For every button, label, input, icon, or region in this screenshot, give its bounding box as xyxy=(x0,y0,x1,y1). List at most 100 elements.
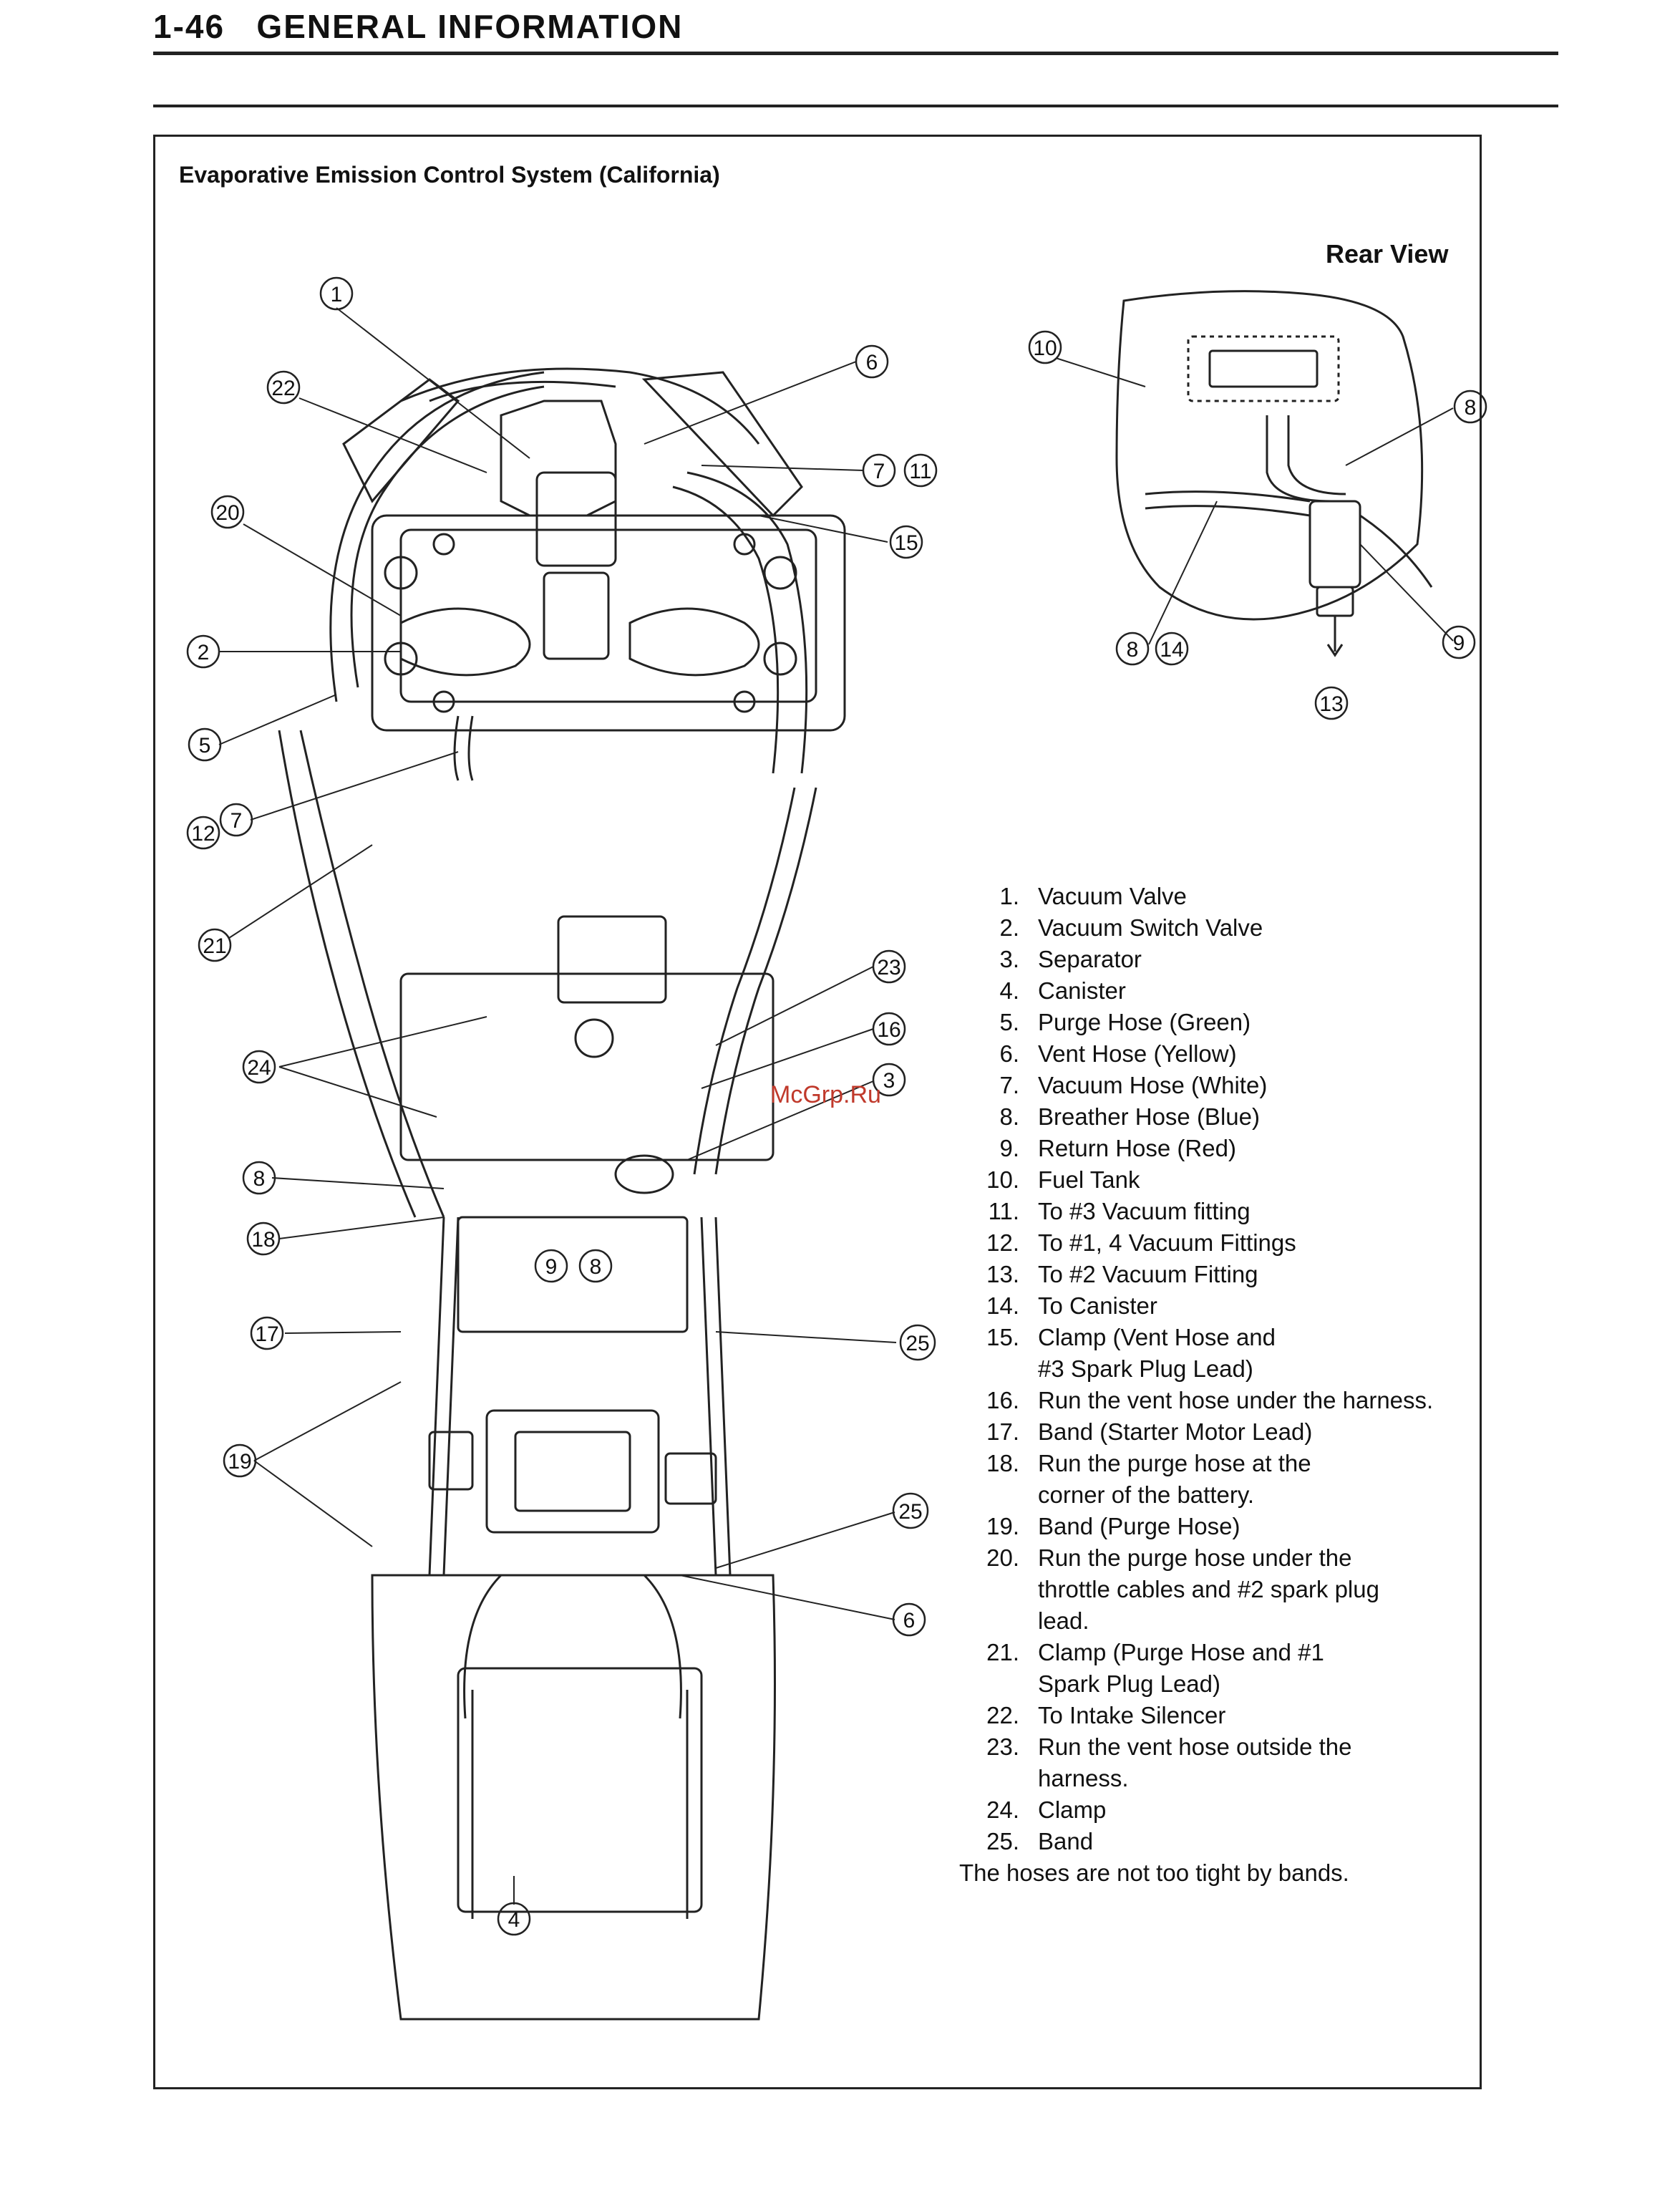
legend-text: Vent Hose (Yellow) xyxy=(1038,1038,1475,1070)
callout-13: 13 xyxy=(1314,686,1349,720)
svg-text:11: 11 xyxy=(909,460,931,483)
legend-note: The hoses are not too tight by bands. xyxy=(959,1859,1349,1886)
svg-text:14: 14 xyxy=(1160,638,1183,662)
legend-text: To #1, 4 Vacuum Fittings xyxy=(1038,1227,1475,1259)
legend-number: 22. xyxy=(986,1702,1019,1728)
legend-text-line: To #2 Vacuum Fitting xyxy=(1038,1261,1258,1287)
legend-text-line: Band (Purge Hose) xyxy=(1038,1513,1240,1539)
legend-number: 15. xyxy=(986,1324,1019,1350)
callout-8a: 8 xyxy=(242,1161,276,1195)
legend-text-continuation: harness. xyxy=(1038,1765,1129,1791)
legend-text: Vacuum Valve xyxy=(1038,881,1475,912)
svg-text:9: 9 xyxy=(545,1255,558,1279)
header-rule-bottom xyxy=(153,105,1558,107)
legend-text: To #3 Vacuum fitting xyxy=(1038,1196,1475,1227)
header-rule-top xyxy=(153,52,1558,55)
legend-item: 3. Separator xyxy=(959,944,1475,975)
legend-item: 6. Vent Hose (Yellow) xyxy=(959,1038,1475,1070)
svg-text:8: 8 xyxy=(253,1167,266,1191)
page-header: 1-46 GENERAL INFORMATION xyxy=(153,7,683,46)
legend-text-line: Run the purge hose at the xyxy=(1038,1450,1311,1476)
callout-20: 20 xyxy=(210,495,245,529)
legend-number: 12. xyxy=(986,1229,1019,1256)
callout-9b: 9 xyxy=(1442,625,1476,659)
svg-text:8: 8 xyxy=(1465,396,1477,420)
legend-text-line: To Intake Silencer xyxy=(1038,1702,1226,1728)
callout-19: 19 xyxy=(223,1443,257,1478)
legend-number: 14. xyxy=(986,1292,1019,1319)
frame-rails-drawing xyxy=(278,730,817,2021)
legend-text: Run the vent hose under the harness. xyxy=(1038,1385,1475,1416)
legend-item: 24. Clamp xyxy=(959,1794,1475,1826)
legend-number: 10. xyxy=(986,1166,1019,1193)
legend-number: 23. xyxy=(986,1733,1019,1760)
svg-text:9: 9 xyxy=(1453,632,1465,655)
legend-text: Band xyxy=(1038,1826,1475,1857)
svg-text:4: 4 xyxy=(508,1908,520,1932)
legend-number: 9. xyxy=(999,1135,1019,1161)
legend-number: 24. xyxy=(986,1796,1019,1823)
callout-5: 5 xyxy=(188,727,222,762)
callout-17: 17 xyxy=(250,1316,284,1350)
legend-number: 13. xyxy=(986,1261,1019,1287)
legend-item: 4.Canister xyxy=(959,975,1475,1007)
legend-item: 10.Fuel Tank xyxy=(959,1164,1475,1196)
legend-text-line: Run the vent hose under the harness. xyxy=(1038,1387,1434,1413)
legend-item: 2.Vacuum Switch Valve xyxy=(959,912,1475,944)
svg-text:8: 8 xyxy=(590,1255,602,1279)
inset-title: Rear View xyxy=(1326,239,1449,269)
legend-text-line: Vent Hose (Yellow) xyxy=(1038,1040,1237,1067)
callout-10: 10 xyxy=(1028,330,1062,364)
svg-text:5: 5 xyxy=(199,734,211,758)
callout-12: 12 xyxy=(186,816,220,850)
callout-8b: 8 xyxy=(578,1249,613,1283)
svg-text:25: 25 xyxy=(905,1332,929,1355)
legend-number: 20. xyxy=(986,1544,1019,1571)
svg-text:21: 21 xyxy=(203,934,226,958)
legend-text: Clamp xyxy=(1038,1794,1475,1826)
legend-text-continuation: Spark Plug Lead) xyxy=(1038,1670,1220,1697)
legend-text-line: Run the vent hose outside the xyxy=(1038,1733,1352,1760)
legend-text-line: Clamp (Vent Hose and xyxy=(1038,1324,1276,1350)
svg-text:7: 7 xyxy=(873,460,885,483)
callout-6b: 6 xyxy=(892,1602,926,1637)
legend-text-line: Separator xyxy=(1038,946,1142,972)
legend-number: 17. xyxy=(986,1418,1019,1445)
legend-number: 16. xyxy=(986,1387,1019,1413)
svg-text:7: 7 xyxy=(230,809,243,833)
figure-title: Evaporative Emission Control System (Cal… xyxy=(179,162,720,188)
engine-top-drawing xyxy=(329,367,846,781)
figure-frame xyxy=(153,135,1482,2089)
legend-text-line: To #3 Vacuum fitting xyxy=(1038,1198,1251,1224)
legend-text: Canister xyxy=(1038,975,1475,1007)
callout-6a: 6 xyxy=(855,344,889,379)
callout-16: 16 xyxy=(872,1012,906,1046)
legend-text: Vacuum Hose (White) xyxy=(1038,1070,1475,1101)
svg-text:6: 6 xyxy=(866,351,878,374)
callout-8c: 8 xyxy=(1453,390,1487,424)
callout-7b: 7 xyxy=(862,453,896,488)
legend-number: 11. xyxy=(988,1198,1019,1224)
legend-text: Return Hose (Red) xyxy=(1038,1133,1475,1164)
svg-text:20: 20 xyxy=(215,501,239,525)
legend-text-line: Breather Hose (Blue) xyxy=(1038,1103,1260,1130)
svg-text:1: 1 xyxy=(331,283,343,306)
callout-14: 14 xyxy=(1155,632,1189,666)
callout-8d: 8 xyxy=(1115,632,1150,666)
legend-item: 14.To Canister xyxy=(959,1290,1475,1322)
legend-number: 8. xyxy=(999,1103,1019,1130)
legend-item: 11. To #3 Vacuum fitting xyxy=(959,1196,1475,1227)
legend-text-continuation: lead. xyxy=(1038,1607,1089,1634)
legend-number: 6. xyxy=(999,1040,1019,1067)
legend-text: Vacuum Switch Valve xyxy=(1038,912,1475,944)
callouts: 1 22 20 2 5 12 7 21 24 8 18 17 19 4 6 7 … xyxy=(186,276,1487,1936)
legend-number: 3. xyxy=(999,946,1019,972)
legend-text: Purge Hose (Green) xyxy=(1038,1007,1475,1038)
legend-number: 7. xyxy=(999,1072,1019,1098)
svg-text:23: 23 xyxy=(877,956,900,980)
